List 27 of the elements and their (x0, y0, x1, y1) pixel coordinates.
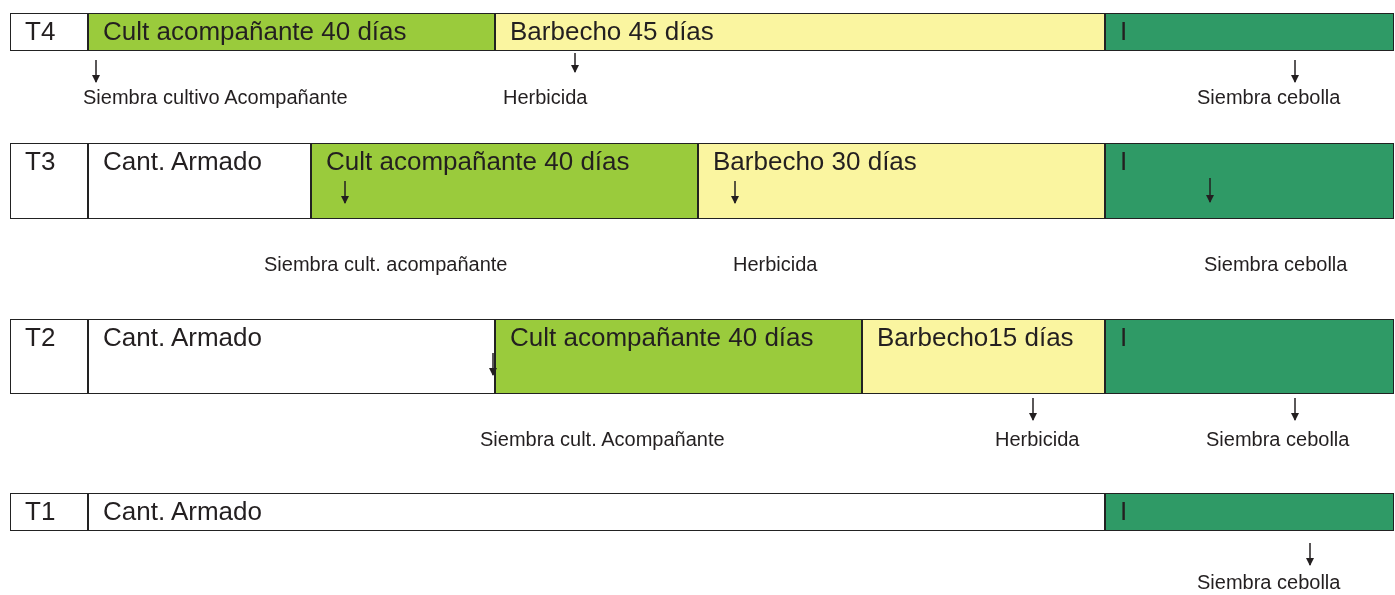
event-label: Herbicida (733, 253, 818, 276)
period-cell: Cant. Armado (88, 143, 311, 219)
event-label: Siembra cebolla (1197, 86, 1341, 109)
onion-period-bar: I (1105, 13, 1394, 51)
period-cell: Cant. Armado (88, 493, 1105, 531)
event-label: Herbicida (995, 428, 1080, 451)
event-label: Siembra cultivo Acompañante (83, 86, 348, 109)
event-label: Siembra cult. Acompañante (480, 428, 725, 451)
event-label: Siembra cult. acompañante (264, 253, 508, 276)
treatment-label-cell: T2 (10, 319, 88, 394)
crop-period-bar: Cult acompañante 40 días (311, 143, 698, 219)
crop-period-bar: Cult acompañante 40 días (88, 13, 495, 51)
onion-period-bar: I (1105, 319, 1394, 394)
onion-period-bar: I (1105, 493, 1394, 531)
onion-period-bar: I (1105, 143, 1394, 219)
fallow-period-bar: Barbecho 30 días (698, 143, 1105, 219)
treatment-label-cell: T3 (10, 143, 88, 219)
treatment-label-cell: T1 (10, 493, 88, 531)
period-cell: Cant. Armado (88, 319, 495, 394)
fallow-period-bar: Barbecho 45 días (495, 13, 1105, 51)
crop-period-bar: Cult acompañante 40 días (495, 319, 862, 394)
fallow-period-bar: Barbecho15 días (862, 319, 1105, 394)
event-label: Siembra cebolla (1206, 428, 1350, 451)
event-label: Siembra cebolla (1204, 253, 1348, 276)
treatment-label-cell: T4 (10, 13, 88, 51)
event-label: Siembra cebolla (1197, 571, 1341, 594)
event-label: Herbicida (503, 86, 588, 109)
